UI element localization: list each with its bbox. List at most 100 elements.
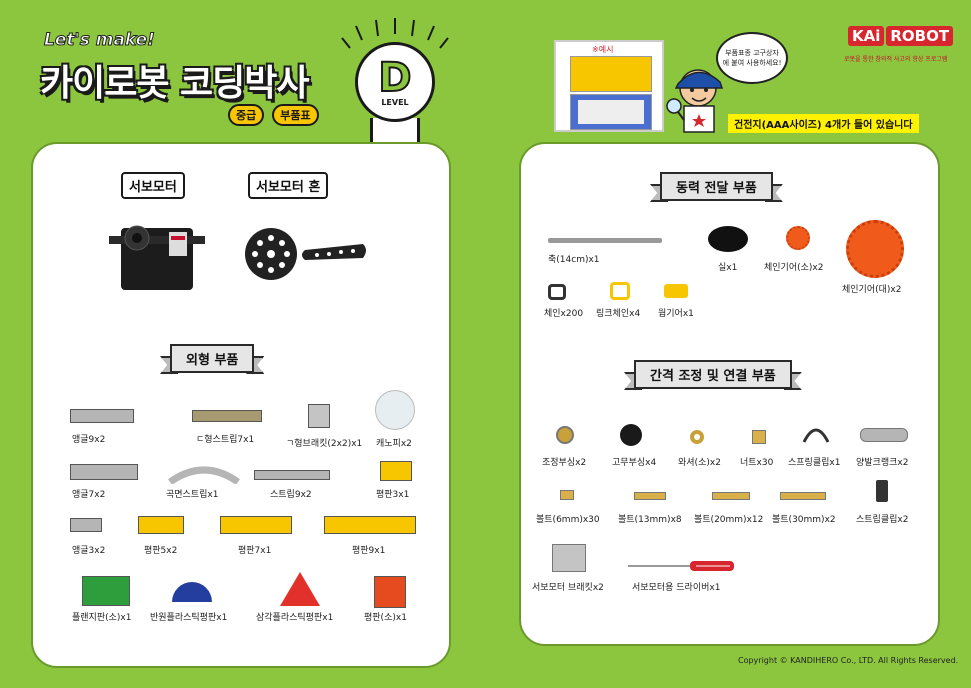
- example-label: ※예시: [592, 45, 614, 54]
- part-label: 실x1: [718, 263, 738, 273]
- shaft-icon: [548, 238, 662, 243]
- part-label: 양발크랭크x2: [856, 458, 909, 468]
- part-label: 링크체인x4: [596, 309, 641, 319]
- part-label: 스트립클립x2: [856, 515, 909, 525]
- copyright: Copyright © KANDIHERO Co., LTD. All Righ…: [738, 656, 959, 665]
- part-label: ㄱ형브래킷(2x2)x1: [286, 439, 363, 449]
- part-image: [556, 426, 574, 444]
- string-icon: [708, 226, 748, 252]
- part-label: 곡면스트립x1: [166, 490, 219, 500]
- part-label: ㄷ형스트립7x1: [196, 435, 255, 445]
- large-gear-icon: [846, 220, 904, 278]
- worm-gear-icon: [664, 284, 688, 298]
- small-gear-icon: [786, 226, 810, 250]
- screwdriver-icon: [628, 561, 734, 571]
- battery-notice: 건전지(AAA사이즈) 4개가 들어 있습니다: [728, 114, 919, 133]
- horn-title: 서보모터 혼: [248, 172, 329, 199]
- section-exterior: 외형 부품: [160, 342, 265, 374]
- part-label: 볼트(6mm)x30: [536, 515, 600, 525]
- part-label: 스트립9x2: [270, 490, 312, 500]
- part-image: [374, 576, 406, 608]
- part-label: 볼트(30mm)x2: [772, 515, 836, 525]
- part-image: [324, 516, 416, 534]
- brand-robot: ROBOT: [886, 26, 954, 46]
- part-label: 웜기어x1: [658, 309, 694, 319]
- part-label: 서보모터용 드라이버x1: [632, 583, 721, 593]
- badge-letter: D: [377, 54, 412, 101]
- example-image: ※예시: [554, 40, 664, 132]
- part-label: 고무부싱x4: [612, 458, 657, 468]
- part-image: [254, 470, 330, 480]
- part-image: [860, 428, 908, 442]
- part-label: 앵글3x2: [72, 546, 106, 556]
- part-image: [380, 461, 412, 481]
- part-label: 체인기어(대)x2: [842, 285, 902, 295]
- part-label: 캐노피x2: [376, 439, 412, 449]
- part-label: 플랜지판(소)x1: [72, 613, 132, 623]
- part-image: [634, 492, 666, 500]
- part-image: [690, 430, 704, 444]
- section-power: 동력 전달 부품: [650, 170, 783, 202]
- section-power-title: 동력 전달 부품: [660, 171, 773, 201]
- curved-strip-icon: [168, 466, 240, 484]
- part-label: 체인x200: [544, 309, 584, 319]
- part-label: 볼트(13mm)x8: [618, 515, 682, 525]
- spring-clip-icon: [802, 428, 830, 443]
- part-label: 평판5x2: [144, 546, 178, 556]
- chain-icon: [548, 284, 566, 300]
- part-image: [70, 409, 134, 423]
- part-label: 평판9x1: [352, 546, 386, 556]
- servo-horn-icon: [245, 228, 366, 280]
- lets-make-text: Let's make!: [44, 30, 156, 51]
- part-label: 볼트(20mm)x12: [694, 515, 764, 525]
- part-image: [308, 404, 330, 428]
- brand-tagline: 로봇을 통한 창의적 사고의 향상 프로그램: [844, 56, 948, 63]
- part-image: [876, 480, 888, 502]
- half-circle-plate-icon: [172, 582, 212, 602]
- subtitle-level: 중급: [228, 104, 265, 126]
- subtitle: 중급 부품표: [228, 104, 319, 126]
- part-label: 축(14cm)x1: [548, 255, 600, 265]
- part-image: [552, 544, 586, 572]
- part-label: 평판7x1: [238, 546, 272, 556]
- section-exterior-title: 외형 부품: [170, 343, 255, 373]
- brand-kai: KAi: [848, 26, 885, 46]
- part-label: 평판(소)x1: [364, 613, 407, 623]
- part-label: 평판3x1: [376, 490, 410, 500]
- canopy-icon: [375, 390, 415, 430]
- part-label: 조정부싱x2: [542, 458, 587, 468]
- part-label: 체인기어(소)x2: [764, 263, 824, 273]
- section-connect: 간격 조정 및 연결 부품: [624, 358, 802, 390]
- part-image: [780, 492, 826, 500]
- part-image: [70, 464, 138, 480]
- brand-logo: KAi ROBOT: [848, 26, 954, 46]
- part-image: [138, 516, 184, 534]
- part-label: 너트x30: [740, 458, 774, 468]
- servo-title: 서보모터: [121, 172, 185, 199]
- speech-bubble: 부품표종 고구상자에 붙여 사용하세요!: [716, 32, 788, 84]
- part-image: [82, 576, 130, 606]
- part-label: 와셔(소)x2: [678, 458, 721, 468]
- part-image: [560, 490, 574, 500]
- triangle-plate-icon: [280, 572, 320, 606]
- part-label: 반원플라스틱평판x1: [150, 613, 228, 623]
- level-badge: D LEVEL: [355, 42, 435, 122]
- page-title: 카이로봇 코딩박사: [40, 63, 309, 104]
- part-label: 앵글7x2: [72, 490, 106, 500]
- part-image: [70, 518, 102, 532]
- part-label: 서보모터 브래킷x2: [532, 583, 604, 593]
- badge-rays-icon: [341, 18, 449, 49]
- part-image: [220, 516, 292, 534]
- servo-motor-icon: [109, 225, 205, 290]
- part-label: 앵글9x2: [72, 435, 106, 445]
- character-icon: [666, 69, 724, 133]
- badge-sub: LEVEL: [381, 97, 409, 107]
- part-label: 스프링클립x1: [788, 458, 841, 468]
- part-image: [712, 492, 750, 500]
- part-image: [620, 424, 642, 446]
- part-label: 삼각플라스틱평판x1: [256, 613, 334, 623]
- section-connect-title: 간격 조정 및 연결 부품: [634, 359, 792, 389]
- part-image: [752, 430, 766, 444]
- link-chain-icon: [610, 282, 630, 300]
- part-image: [192, 410, 262, 422]
